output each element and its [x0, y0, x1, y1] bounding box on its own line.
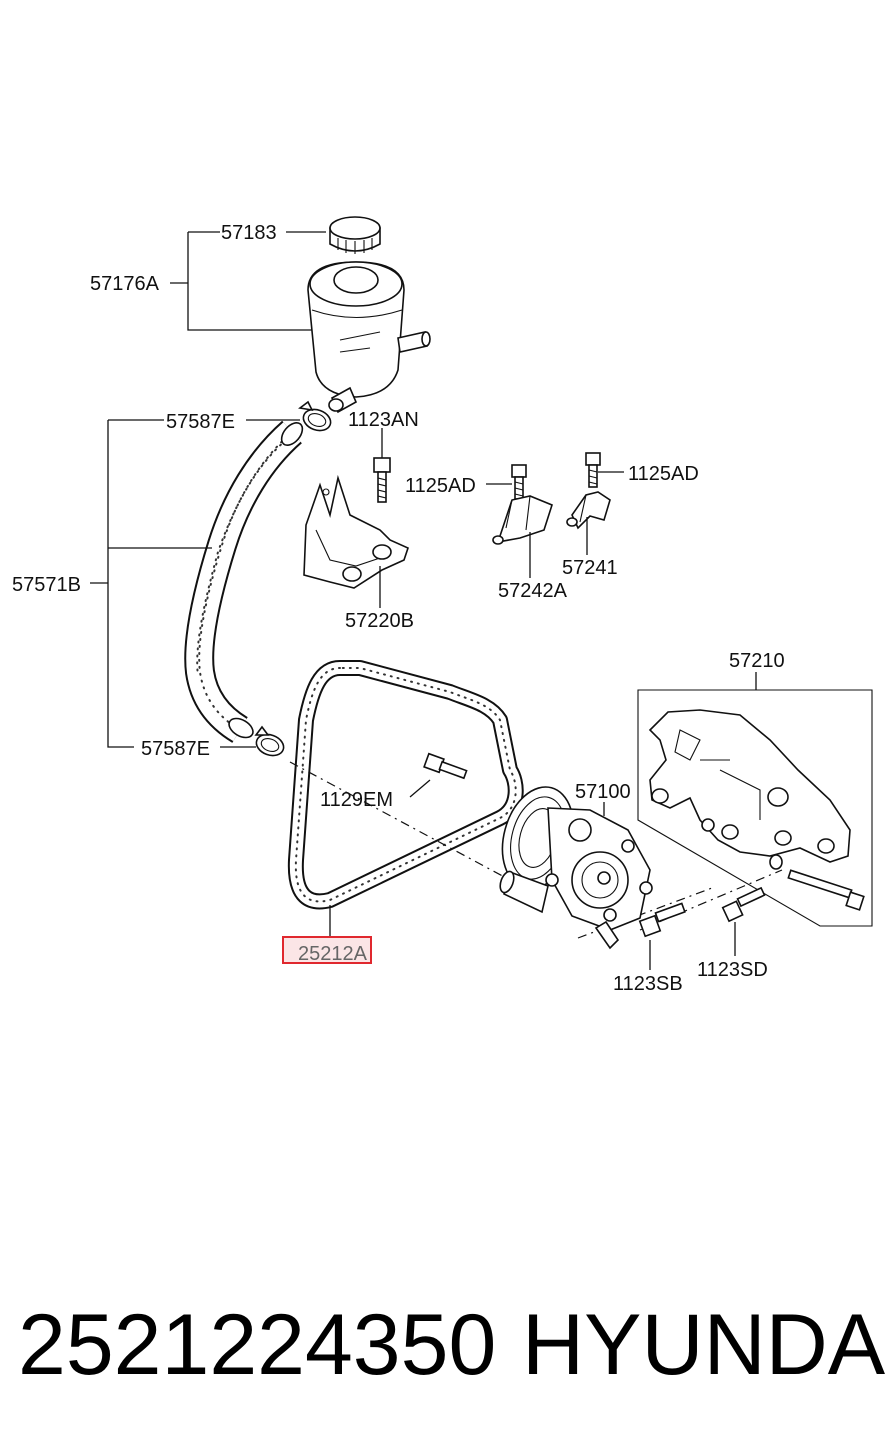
- label-1125ad-b[interactable]: 1125AD: [628, 463, 699, 485]
- label-57571b[interactable]: 57571B: [12, 574, 81, 596]
- clip-57241: [566, 491, 611, 530]
- label-57183[interactable]: 57183: [221, 222, 277, 244]
- clip-57242a: [492, 495, 553, 545]
- label-1125ad-a[interactable]: 1125AD: [405, 475, 476, 497]
- label-57220b[interactable]: 57220B: [345, 610, 414, 632]
- long-bolt: [769, 854, 865, 911]
- reservoir-bracket: [303, 474, 409, 589]
- label-57176a[interactable]: 57176A: [90, 273, 160, 295]
- label-57242a[interactable]: 57242A: [498, 580, 568, 602]
- reservoir-tank: [307, 261, 431, 414]
- pump-bolt: [423, 752, 468, 780]
- label-25212a[interactable]: 25212A: [298, 943, 368, 965]
- label-57241[interactable]: 57241: [562, 557, 618, 579]
- bracket-bolt: [373, 457, 391, 503]
- highlight-box: [282, 936, 372, 964]
- part-number: 2521224350: [18, 1297, 497, 1393]
- pump-bracket-box: [637, 689, 873, 927]
- label-1123sb[interactable]: 1123SB: [613, 973, 683, 995]
- label-1123an[interactable]: 1123AN: [348, 409, 419, 431]
- bolt-1123sb: [638, 902, 686, 938]
- hose-clamp-top: [298, 400, 332, 432]
- hose: [184, 420, 304, 743]
- reservoir-cap: [329, 216, 381, 254]
- power-steering-pump: [499, 786, 653, 950]
- parts-diagram: 57183 57176A 57587E 1123AN 1125AD 1125AD…: [12, 216, 873, 995]
- label-57210[interactable]: 57210: [729, 650, 785, 672]
- brand-name: HYUNDAI: [522, 1297, 886, 1393]
- label-57587e-bottom[interactable]: 57587E: [141, 738, 210, 760]
- hose-clamp-bottom: [254, 725, 285, 757]
- leader-lines: [90, 231, 757, 970]
- clip-bolt-a: [511, 464, 527, 500]
- drive-belt: [287, 660, 524, 910]
- footer: 2521224350 HYUNDAI: [0, 1295, 886, 1405]
- clip-bolt-b: [585, 452, 601, 488]
- label-57100[interactable]: 57100: [575, 781, 631, 803]
- pump-bracket: [648, 709, 851, 863]
- label-1123sd[interactable]: 1123SD: [697, 959, 768, 981]
- bolt-1123sd: [721, 886, 766, 923]
- label-1129em[interactable]: 1129EM: [320, 789, 393, 811]
- label-57587e-top[interactable]: 57587E: [166, 411, 235, 433]
